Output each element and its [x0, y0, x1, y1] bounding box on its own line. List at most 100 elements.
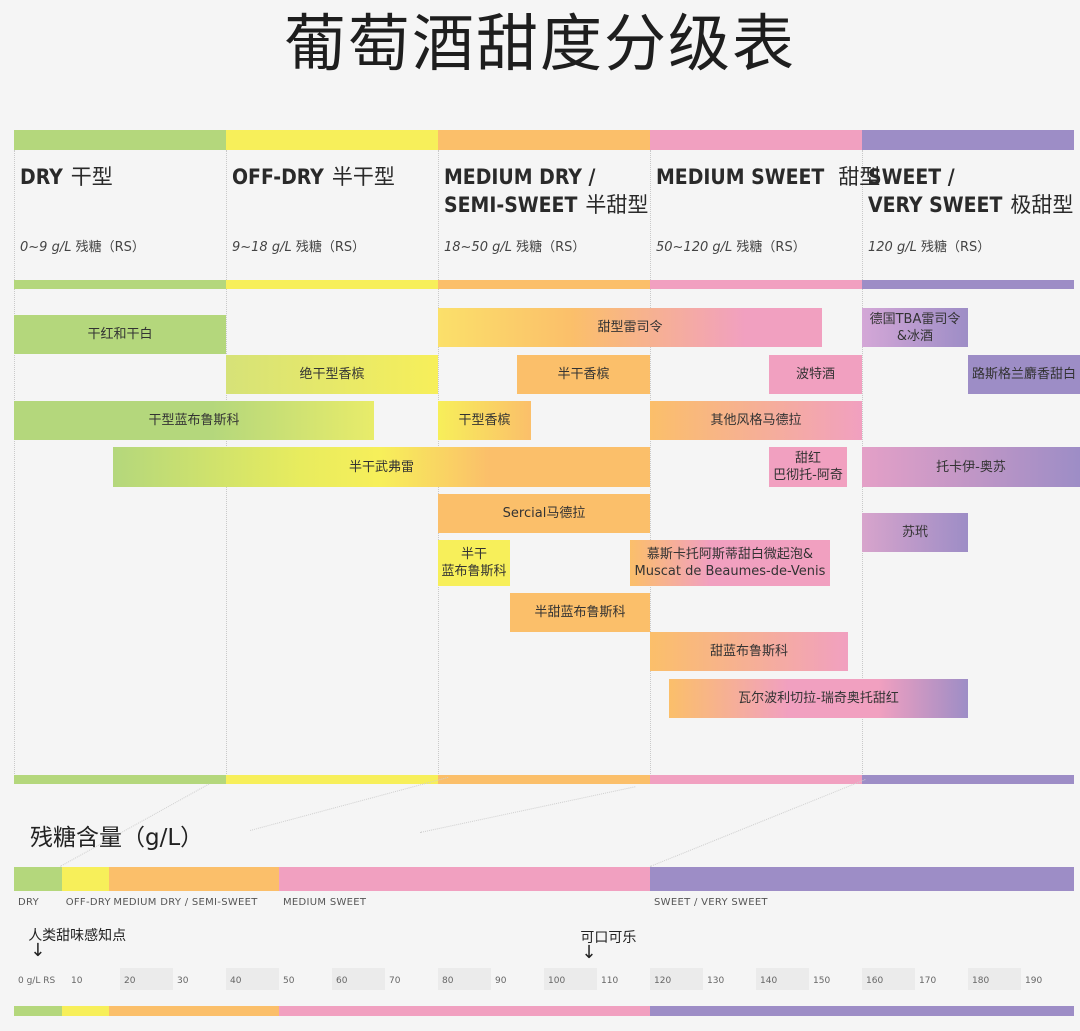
range-value: 18~50 g/L	[444, 240, 512, 255]
category-header-sweet: SWEET / VERY SWEET 极甜型	[868, 163, 1073, 219]
tick-band	[544, 968, 597, 990]
tick-label: 70	[389, 976, 401, 986]
scale-segment	[14, 1006, 62, 1016]
scale-segment	[14, 867, 62, 891]
off-dry-color-stripe	[226, 130, 438, 150]
tick-label: 90	[495, 976, 507, 986]
category-band	[226, 775, 438, 784]
scale-segment	[61, 1006, 110, 1016]
guide-line	[650, 779, 866, 867]
category-cn: 甜型	[838, 165, 881, 189]
wine-bar: 托卡伊-奥苏	[862, 447, 1080, 487]
tick-band	[120, 968, 173, 990]
range-dry: 0~9 g/L 残糖（RS）	[20, 236, 145, 255]
category-band	[862, 775, 1074, 784]
scale-segment	[109, 867, 279, 891]
category-band	[438, 775, 650, 784]
tick-label: 0 g/L RS	[18, 976, 56, 986]
category-band	[862, 280, 1074, 289]
medium-sweet-color-stripe	[650, 130, 862, 150]
category-header-off-dry: OFF-DRY 半干型	[232, 163, 395, 191]
wine-bar: 绝干型香槟	[226, 355, 438, 394]
tick-label: 100	[548, 976, 566, 986]
tick-label: 80	[442, 976, 454, 986]
column-divider	[14, 150, 15, 780]
category-header-medium-sweet: MEDIUM SWEET 甜型	[656, 163, 880, 191]
tick-label: 140	[760, 976, 778, 986]
tick-label: 150	[813, 976, 831, 986]
wine-bar: 瓦尔波利切拉-瑞奇奥托甜红	[669, 679, 968, 718]
category-band	[650, 280, 862, 289]
scale-label-medium-sweet: MEDIUM SWEET	[283, 897, 367, 908]
category-cn: 干型	[70, 165, 113, 189]
category-band	[438, 280, 650, 289]
category-en-line2: VERY SWEET	[868, 193, 1003, 217]
range-medium-sweet: 50~120 g/L 残糖（RS）	[656, 236, 806, 255]
guide-line	[420, 786, 636, 833]
tick-band	[438, 968, 491, 990]
range-rs: 残糖（RS）	[75, 240, 145, 255]
category-band	[14, 280, 226, 289]
tick-band	[968, 968, 1021, 990]
wine-bar: 甜红 巴彻托-阿奇	[769, 447, 847, 487]
category-en-line2: SEMI-SWEET	[444, 193, 578, 217]
category-band	[650, 775, 862, 784]
category-cn: 半干型	[331, 165, 395, 189]
scale-segment	[109, 1006, 279, 1016]
wine-bar: 甜型雷司令	[438, 308, 822, 347]
tick-band	[650, 968, 703, 990]
wine-bar: Sercial马德拉	[438, 494, 650, 533]
category-header-medium-dry: MEDIUM DRY / SEMI-SWEET 半甜型	[444, 163, 648, 219]
scale-segment	[650, 1006, 1074, 1016]
tick-label: 160	[866, 976, 884, 986]
tick-label: 40	[230, 976, 242, 986]
medium-dry-color-stripe	[438, 130, 650, 150]
category-en: MEDIUM DRY /	[444, 165, 596, 189]
tick-label: 110	[601, 976, 619, 986]
wine-bar: 干红和干白	[14, 315, 226, 354]
tick-label: 120	[654, 976, 672, 986]
tick-label: 190	[1025, 976, 1043, 986]
wine-bar: 路斯格兰麝香甜白	[968, 355, 1080, 394]
wine-bar: 慕斯卡托阿斯蒂甜白微起泡& Muscat de Beaumes-de-Venis	[630, 540, 830, 586]
range-rs: 残糖（RS）	[736, 240, 806, 255]
scale-label-sweet: SWEET / VERY SWEET	[654, 897, 768, 908]
range-rs: 残糖（RS）	[516, 240, 586, 255]
wine-bar: 半干 蓝布鲁斯科	[438, 540, 510, 586]
range-value: 9~18 g/L	[232, 240, 292, 255]
sweet-color-stripe	[862, 130, 1074, 150]
dry-color-stripe	[14, 130, 226, 150]
category-band	[14, 775, 226, 784]
range-rs: 残糖（RS）	[295, 240, 366, 255]
wine-bar: 半干武弗雷	[113, 447, 650, 487]
tick-band	[756, 968, 809, 990]
category-cn: 极甜型	[1010, 193, 1074, 217]
residual-sugar-scale-title: 残糖含量（g/L）	[30, 825, 204, 851]
guide-line	[250, 776, 449, 831]
column-divider	[650, 150, 651, 780]
wine-bar: 苏玳	[862, 513, 968, 552]
scale-label-off-dry: OFF-DRY	[65, 897, 111, 908]
category-en: SWEET /	[868, 165, 955, 189]
category-cn: 半甜型	[585, 193, 649, 217]
tick-label: 30	[177, 976, 189, 986]
tick-label: 60	[336, 976, 348, 986]
category-en: MEDIUM SWEET	[656, 165, 825, 189]
wine-bar: 干型蓝布鲁斯科	[14, 401, 374, 440]
sweetness-threshold-note: 人类甜味感知点	[28, 928, 127, 944]
range-medium-dry: 18~50 g/L 残糖（RS）	[444, 236, 585, 255]
scale-label-dry: DRY	[18, 897, 40, 908]
wine-bar: 干型香槟	[438, 401, 531, 440]
range-rs: 残糖（RS）	[920, 240, 991, 255]
scale-segment	[279, 1006, 650, 1016]
wine-bar: 甜蓝布鲁斯科	[650, 632, 848, 671]
page-title: 葡萄酒甜度分级表	[283, 7, 796, 80]
down-arrow-icon: ↓	[30, 940, 46, 961]
tick-band	[862, 968, 915, 990]
wine-bar: 其他风格马德拉	[650, 401, 862, 440]
range-sweet: 120 g/L 残糖（RS）	[868, 236, 990, 255]
wine-bar: 半甜蓝布鲁斯科	[510, 593, 650, 632]
tick-band	[332, 968, 385, 990]
category-en: OFF-DRY	[232, 165, 324, 189]
range-value: 50~120 g/L	[656, 240, 733, 255]
